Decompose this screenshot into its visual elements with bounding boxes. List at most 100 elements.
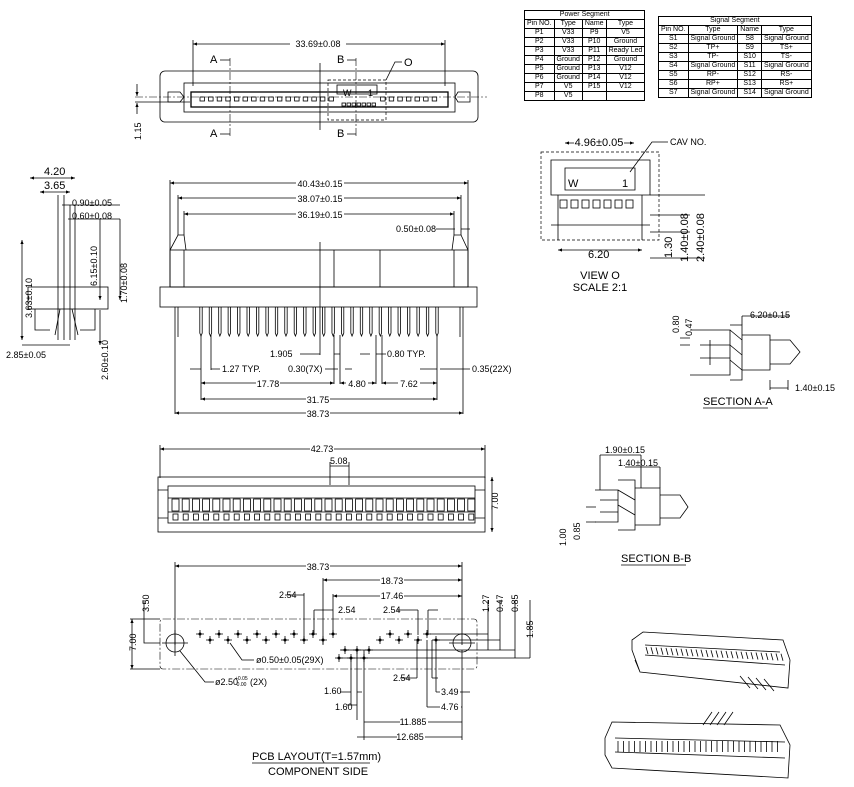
contact-slot xyxy=(324,498,333,512)
pcb-hole xyxy=(388,632,392,636)
contact-slot xyxy=(406,498,415,512)
pcb-dim-185: 1.85 xyxy=(525,620,535,638)
contact-pad xyxy=(380,96,386,102)
pcb-dim-1873: 18.73 xyxy=(381,576,404,586)
contact-pad xyxy=(328,96,334,102)
pcb-hole xyxy=(337,656,341,660)
view-o-detail: 4.96±0.05 CAV NO. W 1 6.20 1.30 1.40±0.0… xyxy=(540,137,707,294)
contact-slot xyxy=(592,199,601,209)
contact-tail xyxy=(213,513,220,521)
contact-pad xyxy=(199,96,205,102)
side-dim-3: 0.90±0.05 xyxy=(72,198,112,208)
contact-tail xyxy=(468,513,475,521)
pin xyxy=(435,307,439,338)
contact-slot xyxy=(385,498,394,512)
contact-slot xyxy=(416,498,425,512)
contact-pad xyxy=(251,96,257,102)
contact-slot xyxy=(304,498,313,512)
contact xyxy=(755,652,759,660)
pcb-hole-small-label: ø0.50±0.05(29X) xyxy=(256,655,323,665)
pcb-hole xyxy=(217,632,221,636)
front-dim-12: 7.62 xyxy=(400,379,418,389)
contact xyxy=(660,647,664,655)
pcb-dim-1746: 17.46 xyxy=(381,591,404,601)
contact-pad xyxy=(351,102,356,107)
section-bb-dim-2: 1.40±0.15 xyxy=(618,458,658,468)
side-view: 4.20 3.65 0.90±0.05 0.60±0.08 3.63±0.10 … xyxy=(6,166,129,380)
contact-tail xyxy=(437,513,444,521)
section-bb-dim-4: 0.85 xyxy=(572,522,582,540)
side-dim-7: 1.70±0.08 xyxy=(119,263,129,303)
contact-slot xyxy=(467,498,476,512)
contact-tail xyxy=(427,513,434,521)
side-dim-2: 3.65 xyxy=(44,180,65,192)
pcb-hole xyxy=(236,632,240,636)
pcb-hole xyxy=(255,632,259,636)
pin xyxy=(397,307,401,338)
pin xyxy=(388,307,392,338)
side-dim-9: 2.60±0.10 xyxy=(100,340,110,380)
section-a-marker-bottom: A xyxy=(210,128,218,140)
contact-pad xyxy=(388,96,395,102)
table-cell: Signal Ground xyxy=(760,88,812,98)
contact-pad xyxy=(361,102,366,107)
pin xyxy=(237,307,241,338)
contact-pad xyxy=(208,96,214,102)
contact xyxy=(650,647,654,655)
contact xyxy=(725,650,729,659)
view-o-mark-1: 1 xyxy=(622,178,628,190)
bottom-dim-1: 42.73 xyxy=(311,444,334,454)
pin xyxy=(350,307,354,338)
contact-tail xyxy=(335,513,342,521)
front-dim-6: 0.80 TYP. xyxy=(387,349,426,359)
front-dim-2: 38.07±0.15 xyxy=(298,194,343,204)
bottom-dim-3: 7.00 xyxy=(490,492,500,510)
contact-pad xyxy=(431,96,438,102)
contact xyxy=(710,650,714,658)
contact-slot xyxy=(191,498,200,512)
pcb-hole xyxy=(397,638,401,642)
view-o-scale: SCALE 2:1 xyxy=(573,282,627,294)
section-aa-dim-1: 0.80 xyxy=(671,315,681,333)
pin xyxy=(341,307,345,338)
pcb-hole xyxy=(283,638,287,642)
view-o-title: VIEW O xyxy=(580,270,620,282)
side-dim-1: 4.20 xyxy=(44,166,65,178)
pcb-dim-total: 38.73 xyxy=(307,562,330,572)
contact-tail xyxy=(396,513,403,521)
section-a-marker-top: A xyxy=(210,54,218,66)
contact xyxy=(735,651,739,659)
section-aa-title: SECTION A-A xyxy=(703,396,773,408)
pcb-dim-350: 3.50 xyxy=(141,594,151,612)
bottom-dim-2: 5.08 xyxy=(330,456,348,466)
front-dim-9: 0.35(22X) xyxy=(472,364,512,374)
contact-slot xyxy=(202,498,211,512)
pin xyxy=(227,307,231,338)
contact-slot xyxy=(334,498,343,512)
front-dim-4: 0.50±0.08 xyxy=(396,224,436,234)
front-dim-14: 38.73 xyxy=(307,409,330,419)
contact xyxy=(775,653,779,661)
side-dim-4: 0.60±0.08 xyxy=(72,211,112,221)
contact xyxy=(700,649,704,657)
table-cell: V5 xyxy=(553,91,583,101)
pcb-hole xyxy=(311,632,315,636)
pin xyxy=(331,307,335,338)
front-dim-5: 1.905 xyxy=(270,349,293,359)
contact-tail xyxy=(376,513,383,521)
contact-slot xyxy=(283,498,292,512)
front-dim-13: 31.75 xyxy=(307,395,330,405)
contact-tail xyxy=(243,513,250,521)
contact-tail xyxy=(264,513,271,521)
pin xyxy=(265,307,269,338)
pin xyxy=(293,307,297,338)
contact-pad xyxy=(346,102,351,107)
contact-pad xyxy=(405,96,412,102)
detail-o-label: O xyxy=(404,57,413,69)
contact xyxy=(745,651,749,660)
pcb-hole xyxy=(321,638,325,642)
view-o-dim-1: 4.96±0.05 xyxy=(575,137,624,149)
